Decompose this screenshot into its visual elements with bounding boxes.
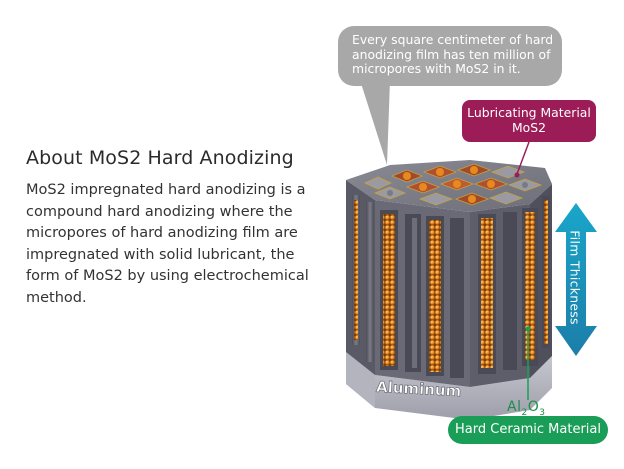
description-line: MoS2 impregnated hard anodizing is a [26,182,306,198]
callout-line: micropores with MoS2 in it. [352,61,521,77]
lubricating-material-label: Lubricating Material MoS2 [462,100,596,142]
lubricating-label-line2: MoS2 [511,120,547,135]
film-thickness-label: Film Thickness [567,230,583,325]
callout-line: anodizing film has ten million of [352,46,551,62]
page-title: About MoS2 Hard Anodizing [26,147,294,169]
aluminum-side-shadow [346,352,375,408]
formula-sub-3: 3 [539,407,546,418]
hex-pores [387,166,528,203]
callout-line: Every square centimeter of hard [352,32,554,47]
formula-al: Al [507,399,522,415]
micropore-callout: Every square centimeter of hard anodizin… [338,26,562,86]
description-line: form of MoS2 by using electrochemical [26,268,309,285]
description-line: compound hard anodizing where the [26,203,293,220]
aluminum-label: Aluminum [376,378,462,400]
description-line: impregnated with solid lubricant, the [26,246,295,263]
lubricating-label-line1: Lubricating Material [467,105,591,120]
callout-pointer [360,80,390,165]
description-line: method. [26,289,87,306]
hard-ceramic-label: Hard Ceramic Material [448,416,608,444]
lubricating-pointer-line [516,141,530,175]
lubricating-pointer-dot [514,172,520,178]
pore-columns [352,195,550,378]
description-line: micropores of hard anodizing film are [26,225,298,242]
alumina-formula: Al2O3 [507,399,545,418]
formula-sub-2: 2 [521,407,528,418]
formula-o: O [527,399,540,415]
aluminum-base [346,352,552,420]
film-front-face [375,200,470,387]
film-thickness-arrow [555,203,597,356]
ceramic-pointer-dot [525,326,531,332]
description-text: MoS2 impregnated hard anodizing is a com… [26,180,326,310]
